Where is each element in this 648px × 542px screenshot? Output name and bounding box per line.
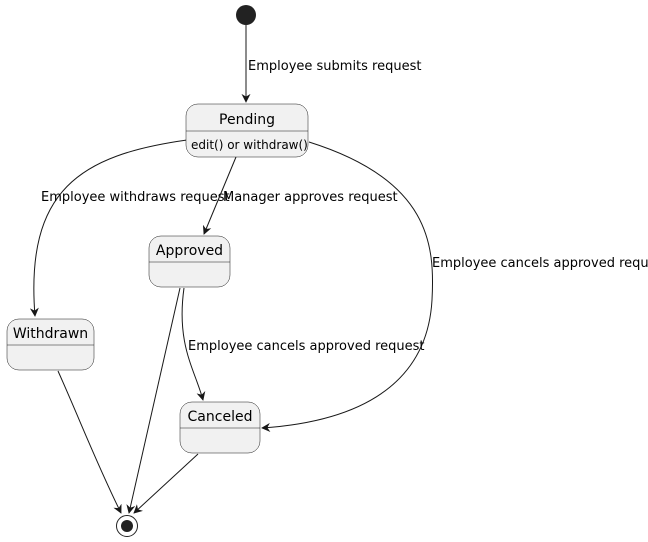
final-state xyxy=(116,515,138,537)
edge-canceled-to-final xyxy=(133,453,199,514)
edge-cancel-from-approved xyxy=(181,287,206,401)
edge-label-withdraw: Employee withdraws request xyxy=(41,190,230,205)
state-canceled: Canceled xyxy=(179,401,261,454)
edge-label-submit: Employee submits request xyxy=(248,59,421,74)
state-withdrawn: Withdrawn xyxy=(6,318,95,371)
initial-state-dot xyxy=(236,5,256,25)
state-canceled-name: Canceled xyxy=(188,409,253,425)
edge-withdrawn-to-final xyxy=(57,370,122,514)
state-withdrawn-name: Withdrawn xyxy=(13,326,88,342)
edge-approved-to-final xyxy=(126,287,181,514)
state-pending: Pending edit() or withdraw() xyxy=(185,103,309,158)
edge-withdraw xyxy=(29,139,188,317)
state-approved: Approved xyxy=(148,235,231,288)
edge-cancel-from-pending xyxy=(261,141,434,432)
state-pending-action: edit() or withdraw() xyxy=(191,138,308,152)
edge-label-cancel-from-pending: Employee cancels approved request xyxy=(432,256,648,271)
edge-approve xyxy=(202,156,237,235)
state-approved-name: Approved xyxy=(156,243,223,259)
edge-label-approve: Manager approves request xyxy=(223,190,398,205)
state-pending-name: Pending xyxy=(219,112,275,128)
edge-label-cancel-from-approved: Employee cancels approved request xyxy=(188,339,425,354)
